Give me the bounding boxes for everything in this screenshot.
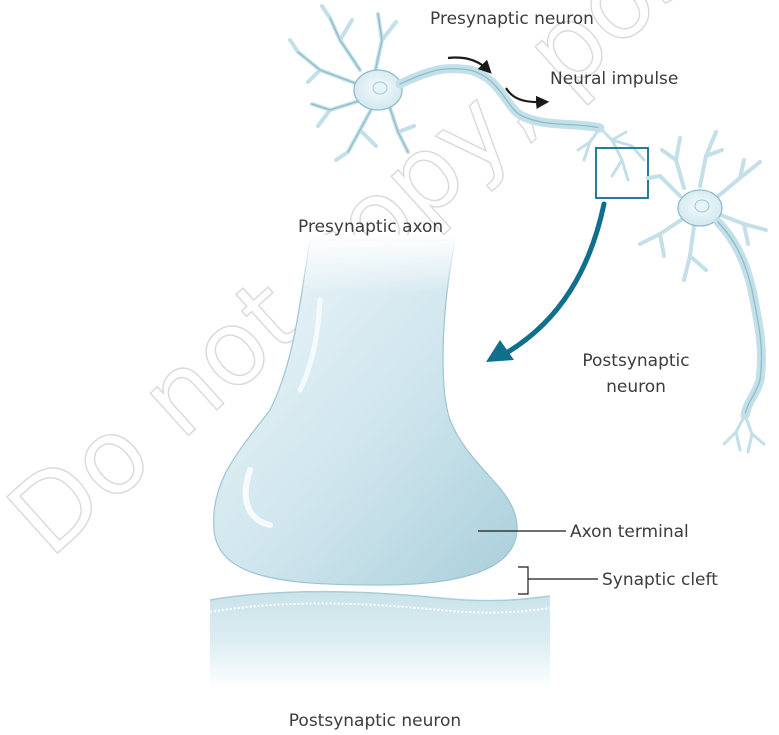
- zoom-arrow: [486, 204, 604, 362]
- label-postsynaptic-neuron-top-line2: neuron: [606, 377, 666, 397]
- label-postsynaptic-neuron-bottom: Postsynaptic neuron: [289, 711, 461, 731]
- postsynaptic-membrane: [210, 592, 550, 691]
- label-postsynaptic-neuron-top-line1: Postsynaptic: [582, 351, 689, 371]
- label-synaptic-cleft: Synaptic cleft: [602, 570, 718, 590]
- label-presynaptic-axon: Presynaptic axon: [298, 217, 443, 237]
- label-neural-impulse: Neural impulse: [550, 69, 678, 89]
- label-axon-terminal: Axon terminal: [570, 522, 689, 542]
- postsynaptic-neuron-illustration: [640, 132, 766, 452]
- synaptic-cleft-bracket: [518, 567, 528, 594]
- label-presynaptic-neuron: Presynaptic neuron: [430, 9, 594, 29]
